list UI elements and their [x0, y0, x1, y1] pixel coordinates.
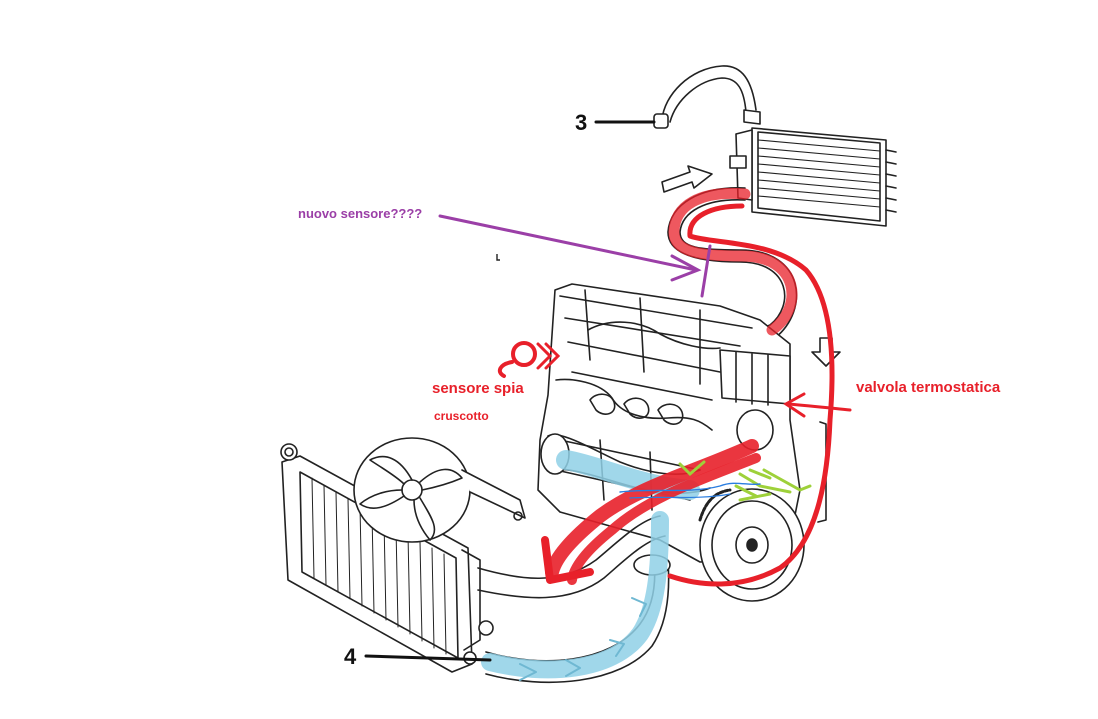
- green-flow-1: [678, 460, 792, 498]
- leader-lines: [364, 120, 656, 662]
- hot-path-right-run: [667, 417, 833, 587]
- hot-arrow-head: [541, 536, 594, 584]
- hot-path-heater-outline: [687, 203, 835, 423]
- hot-coolant-paths: [541, 187, 835, 587]
- overflow-hose: [653, 65, 761, 129]
- cold-path-return: [481, 511, 669, 679]
- leader-line-4: [364, 654, 492, 662]
- hot-path-heater-loop: [668, 187, 798, 336]
- lower-radiator-hose-outline-2: [477, 535, 666, 599]
- annotation-nuovo-sensore: nuovo sensore????: [298, 206, 423, 221]
- annotation-nuovo-sensore-arrow: [438, 214, 712, 298]
- hot-path-upper-radiator: [545, 439, 759, 579]
- hot-path-upper-radiator-2: [567, 453, 761, 585]
- cooling-fan: [353, 437, 526, 543]
- crank-pulley: [698, 488, 805, 602]
- annotation-sensore-spia-mark: [497, 341, 561, 378]
- heater-core: [729, 127, 897, 227]
- blue-flow: [619, 482, 761, 493]
- part-label-3: 3: [575, 110, 588, 135]
- cold-chevrons: [519, 597, 647, 681]
- part-label-4: 4: [344, 644, 357, 669]
- lower-radiator-hose-outline: [477, 515, 661, 580]
- annotation-sensore-spia: sensore spia: [432, 380, 524, 397]
- annotation-valvola-termostatica: valvola termostatica: [856, 379, 1001, 396]
- annotation-cruscotto: cruscotto: [434, 409, 489, 423]
- flow-marks: [619, 460, 812, 502]
- annotation-valvola-arrow: [783, 392, 852, 418]
- flow-arrow-down: [811, 337, 841, 367]
- stray-mark: [496, 254, 500, 261]
- return-hose-outline-2: [485, 561, 670, 684]
- green-flow-2: [738, 468, 812, 502]
- blue-flow-2: [629, 493, 731, 499]
- line-art: [280, 65, 897, 684]
- flow-arrow-top: [661, 165, 713, 193]
